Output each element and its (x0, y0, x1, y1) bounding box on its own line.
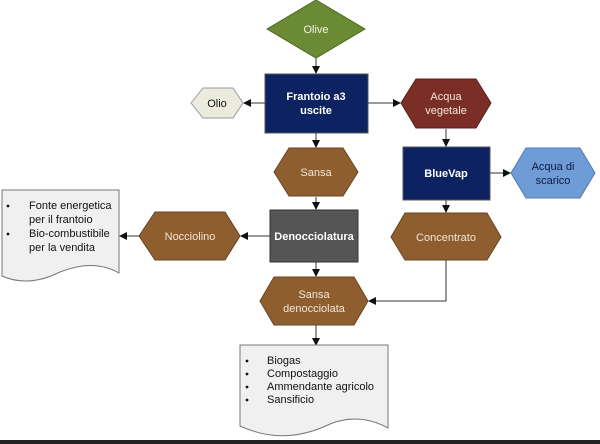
sansa-hexagon-shape (273, 147, 359, 197)
node-concentrato[interactable]: Concentrato (390, 212, 502, 261)
node-frantoio[interactable]: Frantoio a3 uscite (264, 73, 369, 134)
denocciolatura-rect-shape (269, 209, 359, 263)
document-nocciolino-uses: Fonte energetica per il frantoio Bio-com… (1, 189, 120, 282)
nocciolino-hexagon-shape (138, 211, 241, 261)
doc1-item-0: Fonte energetica (29, 200, 112, 212)
node-sansa-denocciolata[interactable]: Sansa denocciolata (259, 276, 369, 326)
node-olive[interactable]: Olive (266, 0, 366, 59)
concentrato-hexagon-shape (390, 212, 502, 261)
olive-diamond-shape (266, 0, 366, 59)
nocciolino-label: Nocciolino (165, 231, 216, 243)
node-olio[interactable]: Olio (190, 87, 244, 119)
doc2-item-0: Biogas (267, 355, 301, 367)
bullet (6, 232, 10, 236)
sansa-denocciolata-hexagon-shape (259, 276, 369, 326)
document-sansa-uses: Biogas Compostaggio Ammendante agricolo … (239, 344, 389, 437)
doc2-item-1: Compostaggio (267, 368, 338, 380)
doc1-item-2: Bio-combustibile (29, 228, 110, 240)
olio-label: Olio (207, 98, 227, 110)
node-acqua-scarico[interactable]: Acqua di scarico (510, 147, 596, 199)
acqua-scarico-hexagon-shape (510, 147, 596, 199)
edges (119, 58, 511, 346)
bluevap-label: BlueVap (424, 168, 468, 180)
bluevap-rect-shape (402, 146, 491, 201)
sansa-denocciolata-label-line2: denocciolata (283, 303, 346, 315)
doc2-item-3: Sansificio (267, 394, 314, 406)
node-acqua-vegetale[interactable]: Acqua vegetale (400, 78, 492, 129)
document-sansa-shape (239, 344, 389, 437)
sansa-label: Sansa (300, 167, 332, 179)
bullet (245, 385, 249, 389)
edge-concentrato-sansa-denocciolata (368, 260, 447, 305)
frantoio-label-line2: uscite (300, 105, 332, 117)
bottom-border (0, 440, 600, 444)
concentrato-label: Concentrato (416, 232, 476, 244)
node-denocciolatura[interactable]: Denocciolatura (269, 209, 359, 263)
bullet (245, 398, 249, 402)
acqua-vegetale-label-line1: Acqua (430, 91, 462, 103)
bullet (245, 359, 249, 363)
bullet (245, 372, 249, 376)
doc1-item-1: per il frantoio (29, 214, 93, 226)
denocciolatura-label: Denocciolatura (274, 231, 354, 243)
olive-label: Olive (303, 24, 328, 36)
document-nocciolino-shape (1, 189, 120, 282)
acqua-scarico-label-line2: scarico (536, 175, 571, 187)
olio-hexagon-shape (190, 87, 244, 119)
sansa-denocciolata-label-line1: Sansa (298, 289, 330, 301)
node-bluevap[interactable]: BlueVap (402, 146, 491, 201)
acqua-vegetale-label-line2: vegetale (425, 105, 467, 117)
doc2-item-2: Ammendante agricolo (267, 381, 374, 393)
node-nocciolino[interactable]: Nocciolino (138, 211, 241, 261)
node-sansa[interactable]: Sansa (273, 147, 359, 197)
bullet (6, 204, 10, 208)
doc1-item-3: per la vendita (29, 242, 96, 254)
frantoio-label-line1: Frantoio a3 (286, 91, 345, 103)
acqua-scarico-label-line1: Acqua di (532, 161, 575, 173)
frantoio-rect-shape (264, 73, 369, 134)
acqua-vegetale-hexagon-shape (400, 78, 492, 129)
